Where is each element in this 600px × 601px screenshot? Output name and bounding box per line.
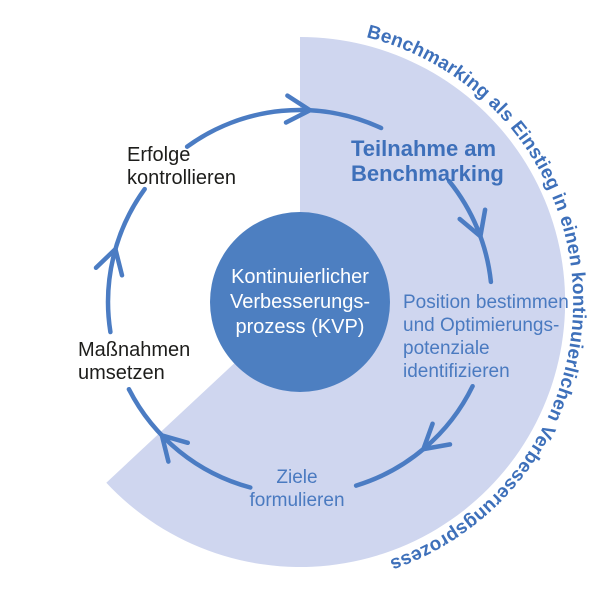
cycle-arc-segment xyxy=(105,186,147,335)
step-label-erfolge: Erfolge kontrollieren xyxy=(127,144,236,189)
step-label-ziele: Ziele formulieren xyxy=(249,467,345,511)
step-label-teilnahme: Teilnahme am Benchmarking xyxy=(351,136,504,186)
arrowhead-icon xyxy=(421,421,453,452)
arrowhead-icon xyxy=(93,246,125,278)
arrowhead-icon xyxy=(283,93,313,125)
kvp-circle xyxy=(210,212,390,392)
step-label-position: Position bestimmen und Optimierungs- pot… xyxy=(403,292,569,382)
arrowhead-icon xyxy=(457,207,488,239)
step-label-massnahmen: Maßnahmen umsetzen xyxy=(78,339,191,384)
cycle-arrows xyxy=(93,93,494,490)
cycle-arc-segment xyxy=(126,386,253,490)
cycle-arc-segment xyxy=(184,107,384,149)
kvp-center-label: Kontinuierlicher Verbesserungs- prozess … xyxy=(229,265,371,338)
cycle-arc-segment xyxy=(446,178,494,285)
arrowhead-icon xyxy=(159,433,191,464)
